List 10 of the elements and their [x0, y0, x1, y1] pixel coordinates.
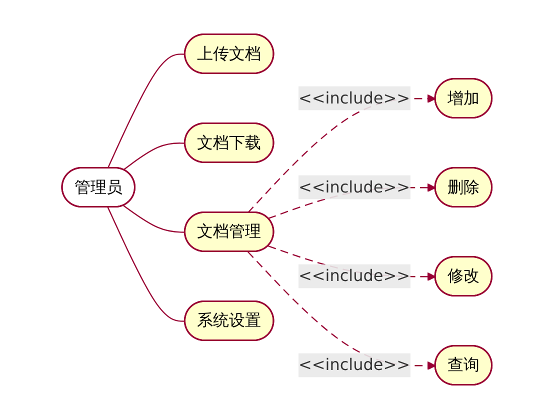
arrow	[247, 94, 436, 214]
connector	[106, 207, 185, 322]
connector	[122, 205, 185, 233]
edge-label: <<include>>	[298, 88, 410, 108]
arrow	[247, 251, 436, 370]
connector	[122, 142, 185, 170]
edge-label: <<include>>	[298, 266, 410, 286]
edge-label: <<include>>	[298, 355, 410, 374]
connector	[106, 54, 185, 168]
edge-label: <<include>>	[298, 177, 410, 196]
